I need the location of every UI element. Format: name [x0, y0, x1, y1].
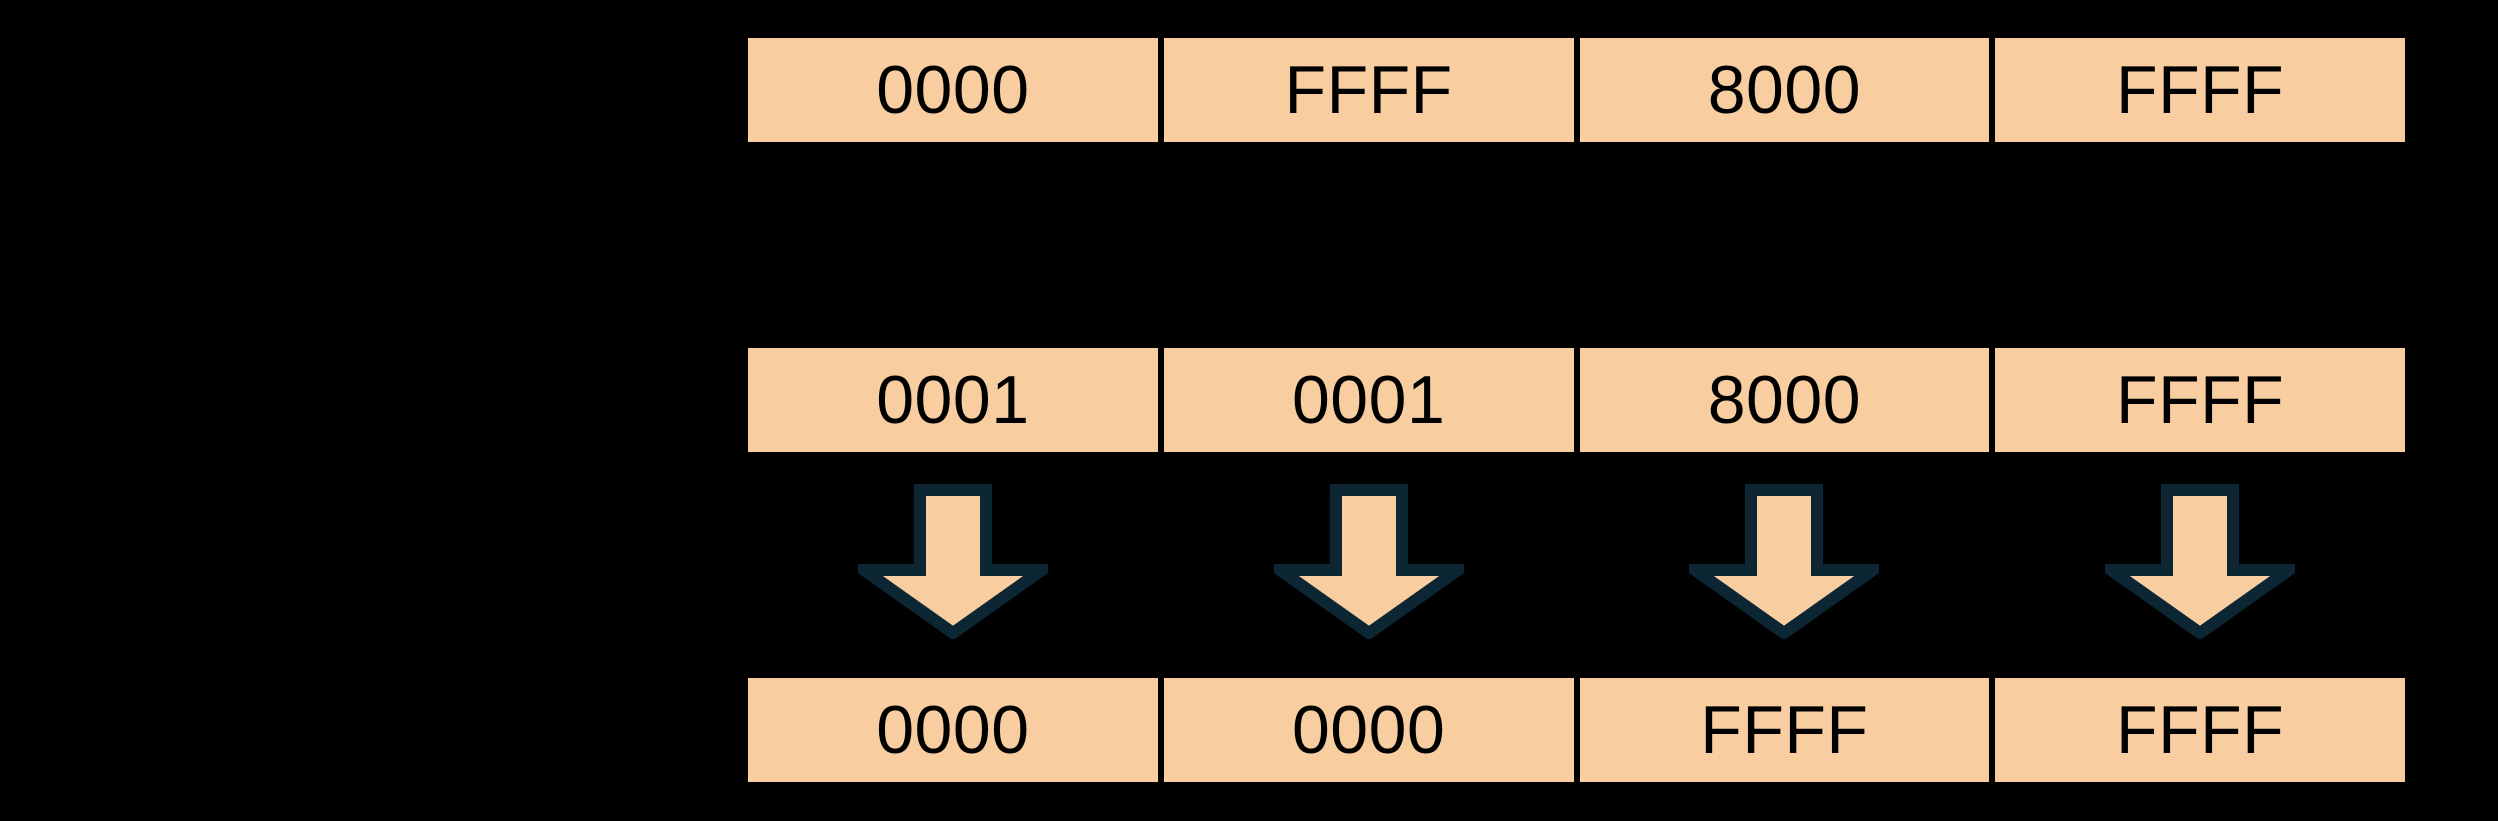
down-arrow-icon	[857, 484, 1048, 639]
bottom-row: 0000 0000 FFFF FFFF	[748, 678, 2405, 782]
table-cell: FFFF	[1995, 348, 2405, 452]
arrow-slot	[1995, 484, 2405, 644]
top-row: 0000 FFFF 8000 FFFF	[748, 38, 2405, 142]
middle-row: 0001 0001 8000 FFFF	[748, 348, 2405, 452]
arrow-slot	[1580, 484, 1990, 644]
arrow-row	[748, 484, 2405, 644]
table-cell: 0000	[748, 38, 1158, 142]
table-cell: FFFF	[1163, 38, 1574, 142]
down-arrow-icon	[1689, 484, 1880, 639]
table-cell: 0001	[1163, 348, 1574, 452]
table-cell: FFFF	[1995, 678, 2405, 782]
table-cell: 0000	[1163, 678, 1574, 782]
table-cell: 8000	[1579, 348, 1990, 452]
table-cell: 0000	[748, 678, 1158, 782]
table-cell: 0001	[748, 348, 1158, 452]
down-arrow-icon	[1273, 484, 1464, 639]
table-cell: 8000	[1579, 38, 1990, 142]
arrow-slot	[748, 484, 1158, 644]
table-cell: FFFF	[1579, 678, 1990, 782]
arrow-slot	[1164, 484, 1574, 644]
table-cell: FFFF	[1995, 38, 2405, 142]
down-arrow-icon	[2105, 484, 2296, 639]
